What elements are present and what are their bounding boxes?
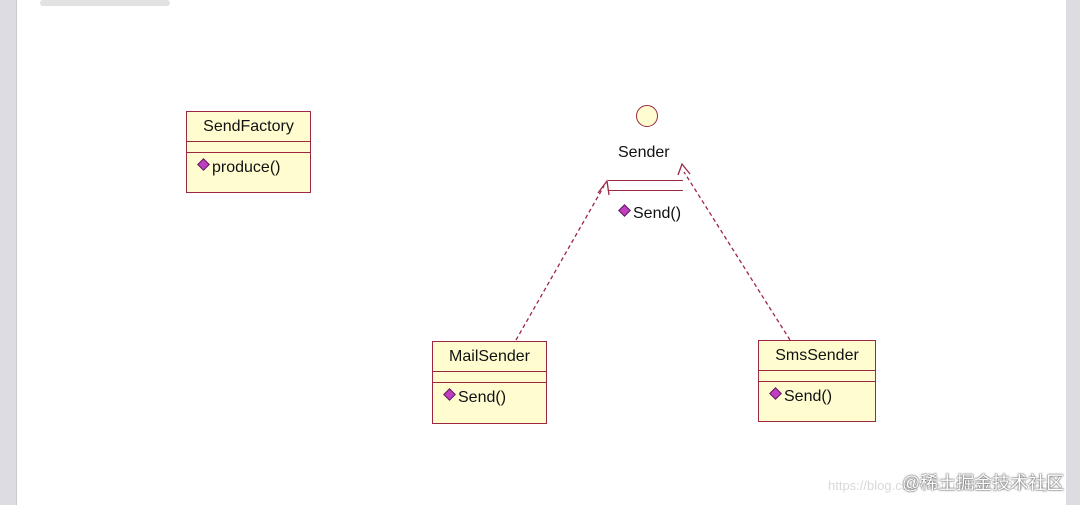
class-name: MailSender: [433, 342, 546, 372]
operation-diamond-icon: [769, 387, 782, 400]
cropped-title: [40, 0, 170, 6]
smssender-arrowhead: [677, 162, 691, 176]
attribute-compartment: [187, 142, 310, 153]
operation-label: produce(): [212, 159, 281, 176]
class-smssender[interactable]: SmsSender Send(): [758, 340, 876, 422]
operation-label: Send(): [784, 388, 833, 405]
attribute-compartment: [433, 372, 546, 383]
class-name: SendFactory: [187, 112, 310, 142]
operation-label: Send(): [633, 205, 682, 222]
canvas-left-margin: [0, 0, 16, 505]
attribute-compartment: [759, 371, 875, 382]
watermark-url: https://blog.csdn.net/u013487085/blog: [828, 478, 1049, 493]
interface-name[interactable]: Sender: [618, 144, 670, 161]
interface-operation: Send(): [618, 204, 682, 223]
interface-separator: [608, 190, 683, 191]
interface-separator: [608, 180, 683, 181]
interface-lollipop-icon[interactable]: [636, 105, 658, 127]
operation-label: Send(): [458, 389, 507, 406]
operation-diamond-icon: [443, 388, 456, 401]
class-name: SmsSender: [759, 341, 875, 371]
operation-compartment: Send(): [433, 383, 546, 407]
operation-compartment: Send(): [759, 382, 875, 406]
operation-diamond-icon: [197, 158, 210, 171]
class-mailsender[interactable]: MailSender Send(): [432, 341, 547, 424]
smssender-realization-line: [683, 171, 791, 341]
class-sendfactory[interactable]: SendFactory produce(): [186, 111, 311, 193]
mailsender-realization-line: [515, 185, 605, 341]
canvas-right-margin: [1066, 0, 1080, 505]
watermark-text: @稀土掘金技术社区: [902, 473, 1065, 493]
operation-diamond-icon: [618, 204, 631, 217]
operation-compartment: produce(): [187, 153, 310, 177]
